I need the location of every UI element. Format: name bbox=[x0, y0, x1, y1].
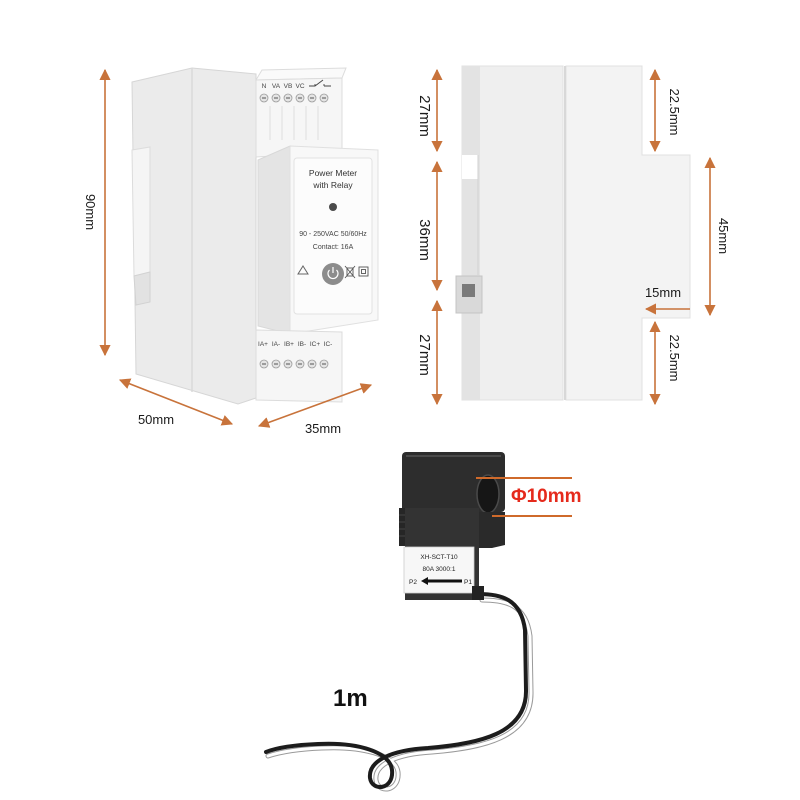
din-rail-notch bbox=[131, 146, 151, 277]
width-dimension-label: 50mm bbox=[138, 412, 174, 427]
ct-latch-ridges bbox=[399, 508, 409, 546]
ct-p1-label: P1 bbox=[464, 579, 472, 586]
top-section-dimension-label: 27mm bbox=[416, 95, 433, 137]
ct-p2-label: P2 bbox=[409, 579, 417, 586]
diameter-label: Φ10mm bbox=[511, 486, 582, 507]
terminal-label-ia-minus: IA- bbox=[272, 341, 280, 348]
ct-diameter-annotation: Φ10mm bbox=[476, 477, 582, 517]
ct-latch-grooves bbox=[399, 514, 409, 537]
terminal-label-n: N bbox=[262, 83, 267, 90]
top-terminal-screws bbox=[259, 93, 329, 103]
relay-switch-icon bbox=[309, 79, 331, 87]
panel-title-line2: with Relay bbox=[312, 180, 353, 190]
ct-cable-white-core bbox=[266, 598, 533, 791]
side-dimensions: 27mm 36mm 27mm 22.5mm 45mm 15mm 22.5mm bbox=[416, 68, 731, 406]
front-dimensions: 90mm 50mm 35mm bbox=[83, 68, 373, 436]
right-top-dimension-label: 22.5mm bbox=[667, 89, 682, 136]
ct-rating-label: 80A 3000:1 bbox=[423, 566, 456, 573]
terminal-label-ic-plus: IC+ bbox=[310, 341, 321, 348]
spec-voltage: 90 - 250VAC 50/60Hz bbox=[299, 231, 367, 238]
depth-dimension-line bbox=[257, 383, 373, 428]
terminal-label-vc: VC bbox=[295, 83, 304, 90]
weee-bin-icon bbox=[344, 265, 356, 279]
step-dimension-label: 15mm bbox=[645, 285, 681, 300]
arrow-left-icon bbox=[421, 577, 462, 585]
ct-model-label: XH-SCT-T10 bbox=[420, 554, 458, 561]
double-insulation-icon bbox=[358, 266, 369, 277]
ct-cable-grommet bbox=[472, 586, 484, 600]
terminal-label-va: VA bbox=[272, 83, 281, 90]
bottom-section-dimension-label: 27mm bbox=[416, 334, 433, 376]
right-bottom-dimension-label: 22.5mm bbox=[667, 335, 682, 382]
ct-core-hole bbox=[476, 474, 500, 514]
right-middle-dimension-label: 45mm bbox=[716, 218, 731, 254]
ct-cable bbox=[264, 592, 534, 792]
panel-title-line1: Power Meter bbox=[309, 168, 357, 178]
terminal-label-ib-minus: IB- bbox=[298, 341, 306, 348]
front-block-side bbox=[257, 145, 291, 335]
ct-cable-white-wire bbox=[265, 597, 534, 792]
bottom-terminal-screws bbox=[259, 359, 329, 369]
din-rail-groove bbox=[462, 155, 478, 179]
ct-cable-black-wire bbox=[264, 592, 529, 789]
terminal-label-ib-plus: IB+ bbox=[284, 341, 294, 348]
ct-clamp: XH-SCT-T10 80A 3000:1 P2 P1 bbox=[399, 452, 505, 600]
meter-side-view bbox=[455, 65, 691, 401]
terminal-label-vb: VB bbox=[284, 83, 293, 90]
middle-section-dimension-label: 36mm bbox=[416, 219, 433, 261]
recycle-icon bbox=[297, 265, 309, 275]
terminal-label-ia-plus: IA+ bbox=[258, 341, 268, 348]
depth-dimension-label: 35mm bbox=[305, 421, 341, 436]
cable-length-label: 1m bbox=[333, 685, 368, 712]
din-rail-clip bbox=[133, 271, 151, 306]
ct-label-sticker bbox=[403, 546, 475, 594]
top-terminal-slots bbox=[269, 106, 319, 140]
status-indicator-led bbox=[329, 203, 337, 211]
meter-front-view: N VA VB VC Power Meter with Relay 90 - 2… bbox=[131, 67, 379, 405]
side-left-step bbox=[462, 66, 480, 400]
terminal-label-ic-minus: IC- bbox=[324, 341, 333, 348]
din-clip-metal bbox=[462, 284, 475, 297]
side-right-section bbox=[565, 65, 691, 401]
power-button-icon bbox=[322, 263, 344, 285]
spec-contact: Contact: 16A bbox=[313, 244, 354, 251]
height-dimension-label: 90mm bbox=[83, 194, 98, 230]
width-dimension-line bbox=[118, 378, 234, 426]
meter-body-side bbox=[131, 67, 257, 405]
ct-hinge-block bbox=[479, 512, 505, 548]
